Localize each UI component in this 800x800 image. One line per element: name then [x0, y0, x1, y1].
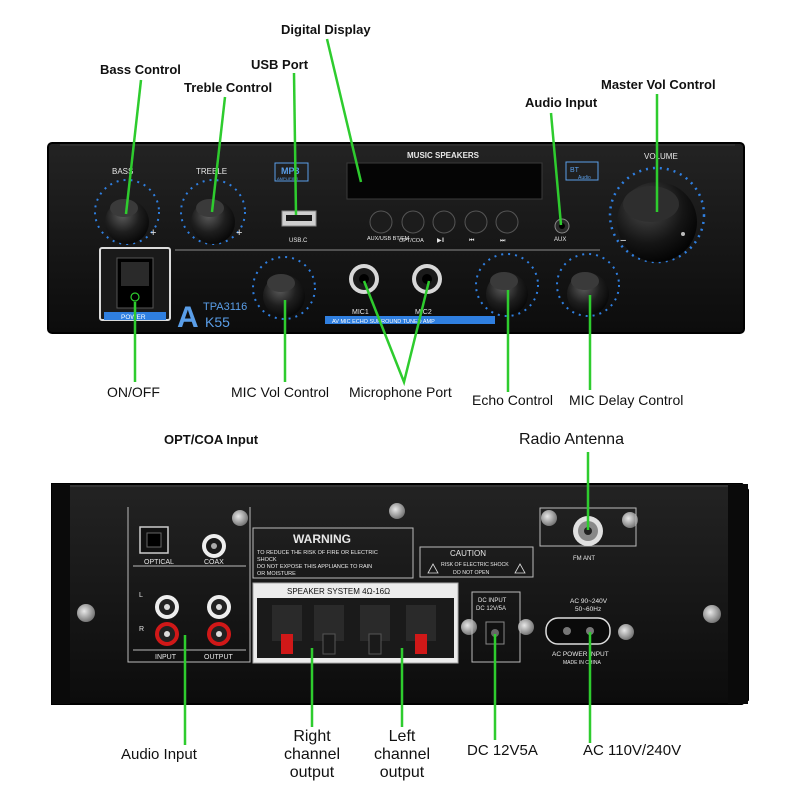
aux-label: AUX	[554, 237, 566, 243]
mic-vol-knob[interactable]	[252, 256, 316, 320]
feature-strip: AV MIC ECHO SURROUND TUNED AMP	[332, 319, 435, 325]
digital-display	[346, 162, 543, 200]
mp3-sub: AMPLIFIER	[277, 176, 298, 181]
rca-output-right[interactable]	[207, 622, 231, 646]
speaker-system-label: SPEAKER SYSTEM 4Ω-16Ω	[287, 587, 390, 596]
usb-port-callout: USB Port	[251, 57, 309, 72]
next-button[interactable]	[495, 210, 519, 234]
ac-power-input-socket[interactable]	[545, 617, 611, 645]
volume-label: VOLUME	[644, 152, 678, 161]
mp3-badge: MP3	[281, 166, 300, 176]
coax-label: COAX	[204, 559, 224, 566]
caution-line-1: RISK OF ELECTRIC SHOCK	[441, 562, 509, 568]
left-channel-output-callout: Left channel output	[373, 728, 431, 781]
power-label: POWER	[121, 314, 146, 321]
brand-k55: K55	[205, 314, 230, 330]
next-label: ⏭	[500, 238, 506, 244]
rca-output-left[interactable]	[207, 595, 231, 619]
coax-input-port[interactable]	[202, 534, 226, 558]
treble-label: TREBLE	[196, 167, 227, 176]
bass-knob[interactable]	[94, 179, 160, 245]
on-off-callout: ON/OFF	[107, 384, 160, 400]
dc-input-jack[interactable]	[485, 621, 505, 645]
warning-line-2: SHOCK	[257, 557, 277, 563]
optical-label: OPTICAL	[144, 559, 174, 566]
warning-title: WARNING	[293, 532, 351, 546]
right-channel-letter: R	[139, 626, 144, 633]
audio-input-rear-callout: Audio Input	[121, 746, 197, 763]
aux-jack[interactable]	[554, 218, 570, 234]
speaker-terminal-left-plus[interactable]	[360, 605, 390, 655]
mode-button-opt-coa[interactable]	[401, 210, 425, 234]
dc-rating-label: DC 12V/5A	[476, 606, 506, 612]
left-channel-letter: L	[139, 592, 143, 599]
screws	[77, 503, 721, 640]
master-vol-control-callout: Master Vol Control	[601, 77, 716, 92]
warning-line-4: OR MOISTURE	[257, 571, 296, 577]
mic-vol-control-callout: MIC Vol Control	[231, 384, 330, 400]
bass-label: BASS	[112, 167, 133, 176]
prev-button[interactable]	[464, 210, 488, 234]
mic2-jack[interactable]	[412, 264, 442, 294]
aux-usb-label: AUX/USB BT/FM	[367, 236, 410, 242]
display-title: MUSIC SPEAKERS	[407, 151, 480, 160]
bass-plus: +	[150, 227, 156, 239]
brand-a: A	[177, 301, 199, 334]
mic1-label: MIC1	[352, 309, 369, 316]
mic-delay-knob[interactable]	[556, 253, 620, 317]
leader-lines	[124, 38, 659, 745]
prev-label: ⏮	[469, 238, 475, 244]
caution-line-2: DO NOT OPEN	[453, 570, 489, 576]
made-in-label: MADE IN CHINA	[563, 660, 601, 666]
speaker-terminal-left-minus[interactable]	[406, 605, 436, 654]
warning-line-3: DO NOT EXPOSE THIS APPLIANCE TO RAIN	[257, 564, 372, 570]
dc-12v5a-callout: DC 12V5A	[467, 742, 538, 759]
volume-minus: −	[620, 235, 626, 247]
caution-title: CAUTION	[450, 549, 486, 558]
echo-control-callout: Echo Control	[472, 392, 553, 408]
dc-input-label: DC INPUT	[478, 598, 507, 604]
audio-input-front-callout: Audio Input	[525, 95, 598, 110]
right-channel-output-callout: Right channel output	[283, 728, 341, 781]
warning-line-1: TO REDUCE THE RISK OF FIRE OR ELECTRIC	[257, 550, 378, 556]
radio-antenna-callout: Radio Antenna	[519, 431, 624, 448]
ac-110v-240v-callout: AC 110V/240V	[583, 742, 682, 759]
microphone-port-callout: Microphone Port	[349, 384, 452, 400]
bt-badge: BT	[570, 167, 580, 174]
output-label: OUTPUT	[204, 654, 234, 661]
power-switch[interactable]	[116, 257, 154, 309]
optical-input-port[interactable]	[139, 526, 169, 554]
rca-input-right[interactable]	[155, 622, 179, 646]
mode-buttons	[369, 210, 519, 234]
mode-button-aux-usb[interactable]	[369, 210, 393, 234]
mic1-jack[interactable]	[349, 264, 379, 294]
opt-coa-input-callout: OPT/COA Input	[164, 432, 259, 447]
bass-control-callout: Bass Control	[100, 62, 181, 77]
treble-plus: +	[236, 227, 242, 239]
bt-sub: Audio	[578, 175, 591, 181]
digital-display-callout: Digital Display	[281, 22, 371, 37]
play-pause-button[interactable]	[432, 210, 456, 234]
mic2-label: MIC2	[415, 309, 432, 316]
opt-coa-label: OPT/COA	[399, 238, 424, 244]
mic-delay-control-callout: MIC Delay Control	[569, 392, 684, 408]
rca-input-left[interactable]	[155, 595, 179, 619]
treble-control-callout: Treble Control	[184, 80, 273, 95]
speaker-terminal-right-plus[interactable]	[272, 605, 302, 654]
ac-power-input-label: AC POWER INPUT	[552, 651, 609, 658]
treble-knob[interactable]	[180, 179, 246, 245]
input-label: INPUT	[155, 654, 177, 661]
usb-label: USB.C	[289, 238, 308, 244]
fm-ant-label: FM ANT	[573, 556, 595, 562]
model-label: TPA3116	[203, 301, 247, 313]
usb-port[interactable]	[281, 210, 317, 227]
ac-range-label: AC 90~240V	[570, 598, 608, 605]
ac-freq-label: 50~60Hz	[575, 606, 601, 613]
fm-antenna-connector[interactable]	[573, 516, 603, 546]
play-pause-label: ▶‖	[437, 238, 444, 244]
master-volume-knob[interactable]	[608, 166, 706, 264]
speaker-terminal-right-minus[interactable]	[314, 605, 344, 655]
